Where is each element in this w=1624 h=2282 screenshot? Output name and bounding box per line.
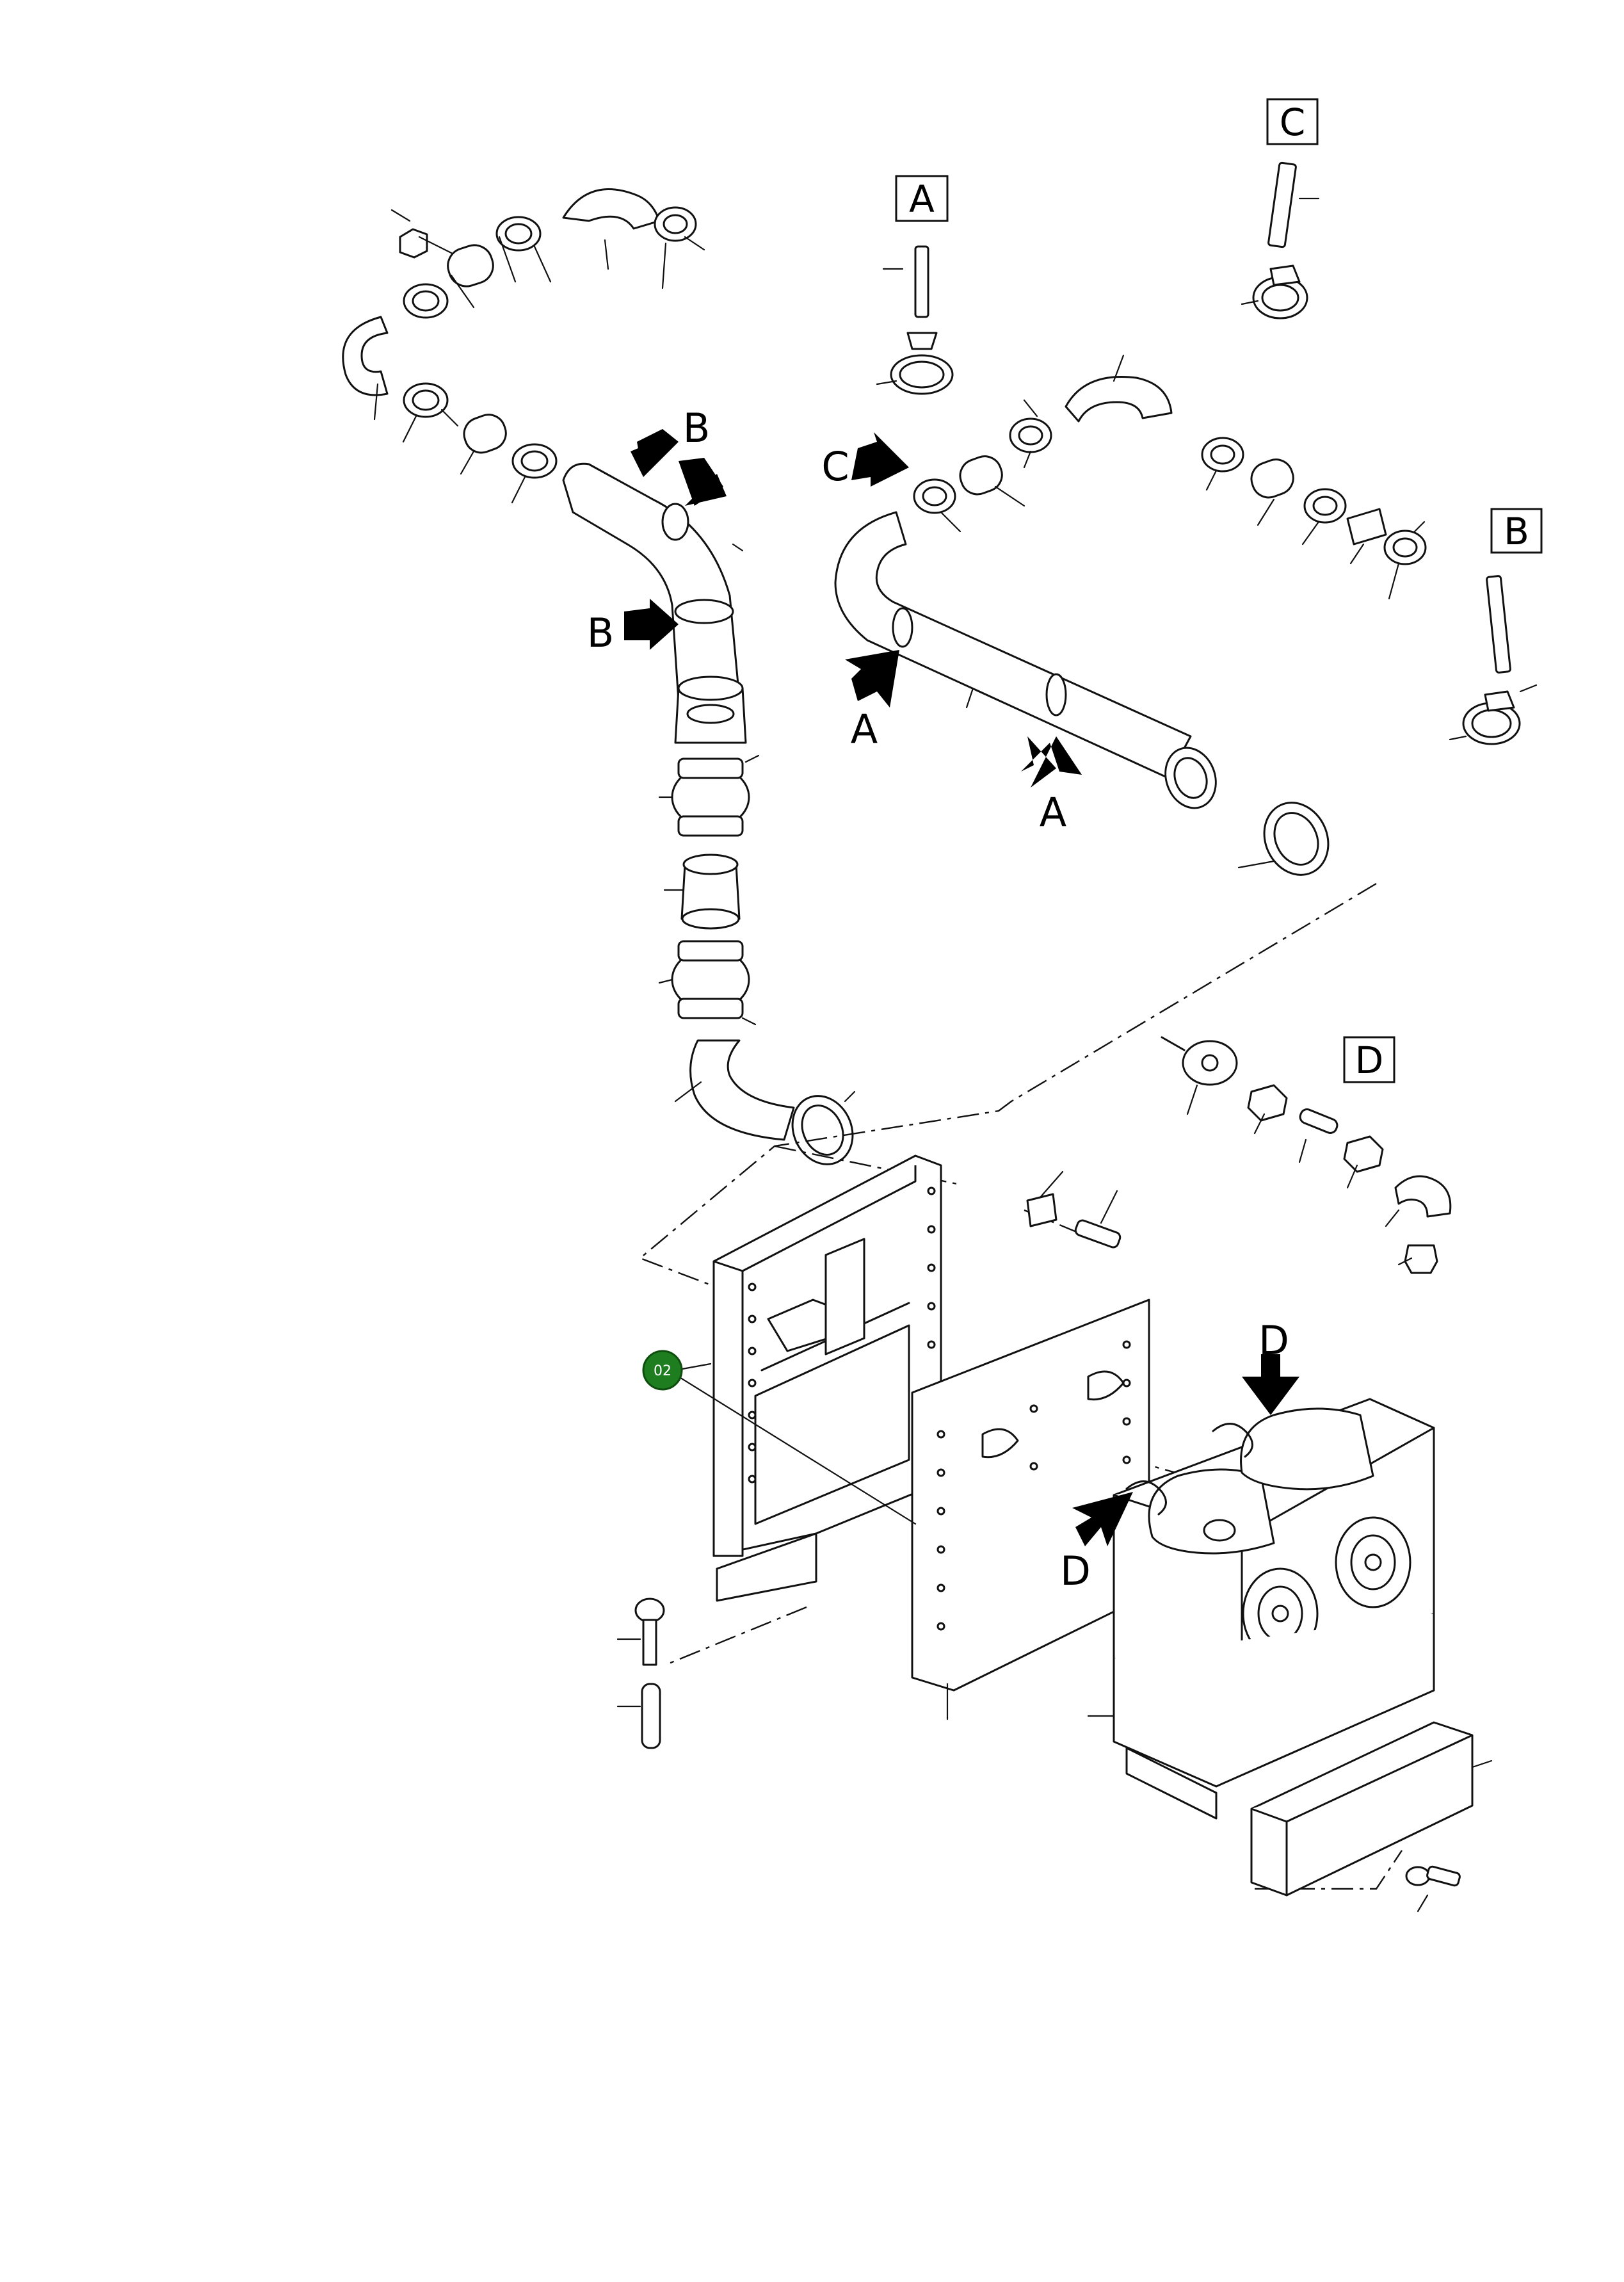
callout-02-marker [642,1350,683,1391]
arrow-c [851,432,909,487]
detail-box-c-label: C [1280,101,1306,144]
callout-02-label: 02 [654,1363,671,1379]
label-b-top: B [683,405,711,451]
label-d-bottom: D [1060,1548,1091,1594]
arrow-d-top [1242,1354,1299,1415]
callout-02[interactable]: 02 [642,1350,917,1525]
label-a-right: A [1040,789,1066,836]
mounting-frame [616,1154,1122,1749]
detail-box-a-label: A [909,177,935,221]
detail-b-strap [1449,575,1538,745]
detail-d-fittings [1161,1036,1452,1274]
left-pipe-assembly [342,188,856,1165]
detail-box-b: B [1490,508,1543,554]
label-b-mid: B [587,610,615,656]
detail-c-strap [1241,161,1320,320]
label-d-top: D [1258,1317,1289,1364]
detail-box-a: A [895,175,949,222]
label-c: C [821,443,849,490]
perforated-plate [911,1299,1150,1720]
arrow-a-left [845,650,899,708]
heater-unit [1087,1398,1493,1913]
arrow-d-bottom [1072,1492,1133,1546]
detail-box-c: C [1266,98,1319,145]
arrow-a-right [1021,736,1082,788]
right-pipe-assembly [834,354,1427,876]
detail-box-b-label: B [1504,510,1529,553]
detail-a-strap [876,245,954,395]
arrow-b-mid [624,599,679,650]
detail-box-d-label: D [1355,1039,1384,1082]
pointer-arrows [624,429,1299,1546]
arrow-labels: B B C A A D D [587,405,1289,1594]
detail-box-d: D [1343,1036,1395,1083]
label-a-left: A [851,706,878,752]
